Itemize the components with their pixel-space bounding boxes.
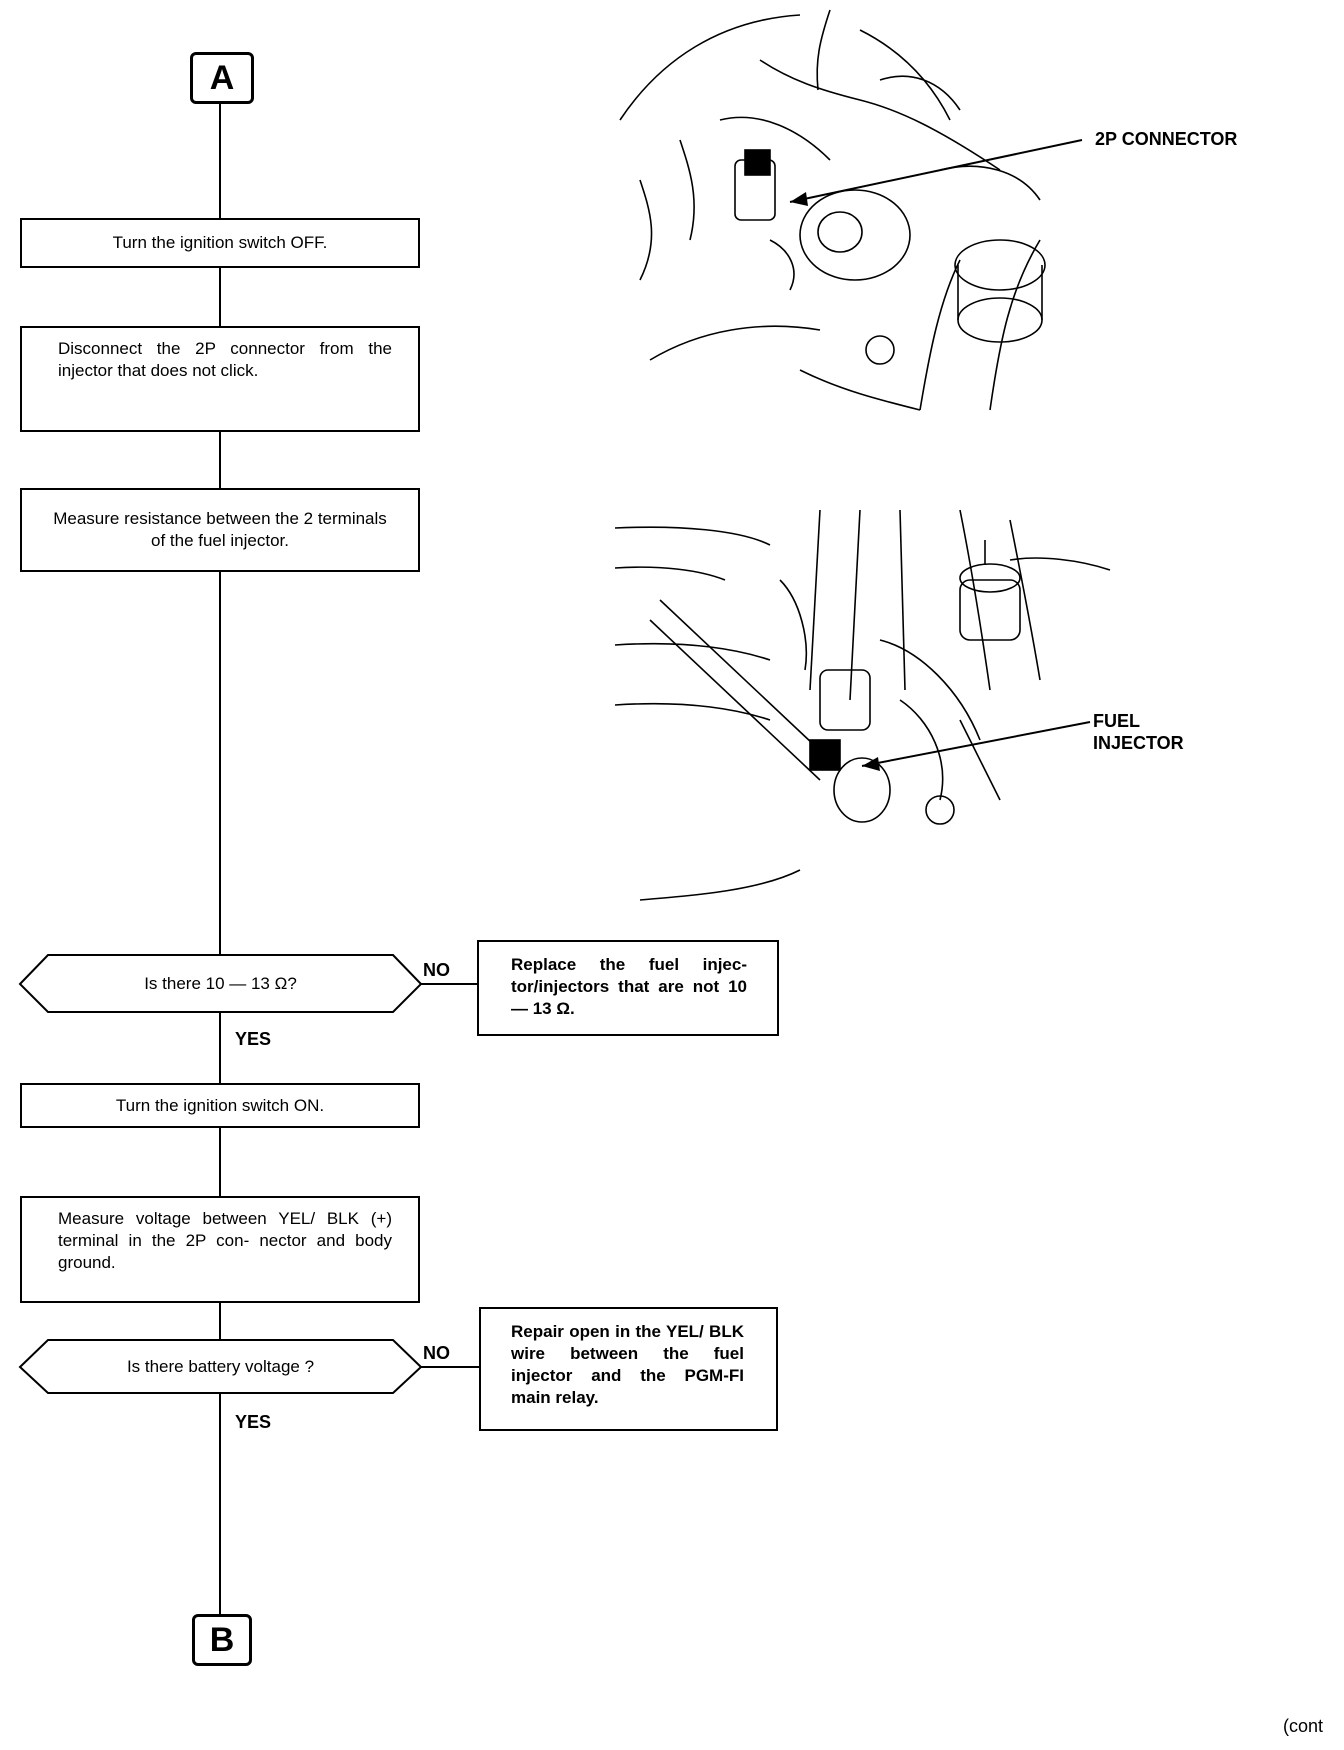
branch-yes-label-2: YES <box>235 1412 272 1432</box>
decision-resistance-question: Is there 10 — 13 Ω? <box>144 973 297 993</box>
leader-line-2p-connector <box>789 139 1083 203</box>
leader-line-fuel-injector <box>861 721 1091 767</box>
step-measure-resistance: Measure resistance between the 2 termina… <box>20 488 420 572</box>
continued-note: (cont <box>1283 1716 1324 1736</box>
branch-no-label-2: NO <box>423 1343 450 1363</box>
connector-b: B <box>192 1614 252 1666</box>
arrowhead-fuel-injector <box>862 757 880 771</box>
callout-fuel-injector-line1: FUEL <box>1093 711 1140 731</box>
step-ignition-on: Turn the ignition switch ON. <box>20 1083 420 1128</box>
callout-fuel-injector: FUEL INJECTOR <box>1093 710 1184 754</box>
decision-shape-voltage <box>18 1339 423 1394</box>
arrowhead-2p-connector <box>790 192 808 206</box>
result-repair-open-wire: Repair open in the YEL/ BLK wire between… <box>479 1307 778 1431</box>
callout-fuel-injector-line2: INJECTOR <box>1093 733 1184 753</box>
branch-yes-label-1: YES <box>235 1029 272 1049</box>
callout-2p-connector: 2P CONNECTOR <box>1095 129 1238 149</box>
decision-voltage-question: Is there battery voltage ? <box>126 1356 315 1376</box>
step-disconnect-connector: Disconnect the 2P connector from the inj… <box>20 326 420 432</box>
step-ignition-off: Turn the ignition switch OFF. <box>20 218 420 268</box>
result-replace-injector: Replace the fuel injec- tor/injectors th… <box>477 940 779 1036</box>
branch-no-label-1: NO <box>423 960 450 980</box>
connector-a: A <box>190 52 254 104</box>
illustration-2p-connector <box>619 9 1046 411</box>
illustration-fuel-injector <box>614 509 1111 901</box>
decision-shape-resistance <box>18 954 423 1013</box>
step-measure-voltage: Measure voltage between YEL/ BLK (+) ter… <box>20 1196 420 1303</box>
